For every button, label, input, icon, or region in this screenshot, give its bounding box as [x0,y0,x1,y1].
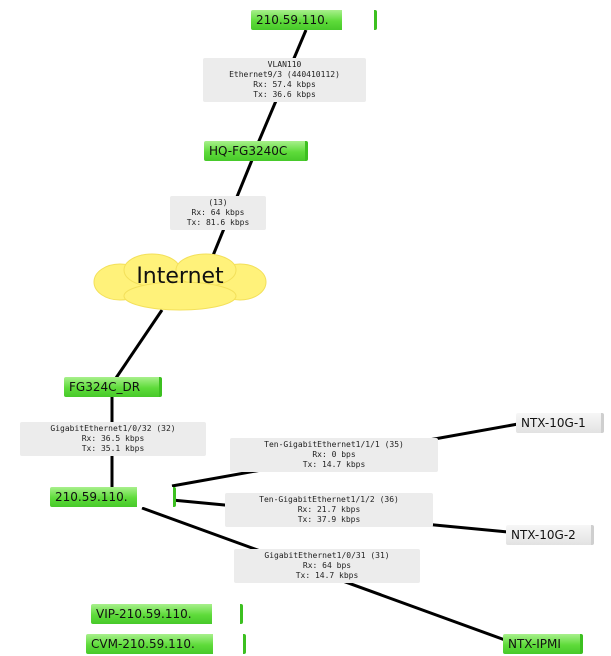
link-label-line: GigabitEthernet1/0/31 (31) [264,551,390,560]
link-label-line: Ethernet9/3 (440410112) [229,70,340,79]
node-cvm-mask [213,634,243,654]
node-dr-firewall[interactable]: FG324C_DR [64,377,162,397]
link-label-core-ipmi: GigabitEthernet1/0/31 (31) Rx: 64 bps Tx… [234,549,420,583]
link-label-line: Rx: 64 bps [302,561,352,570]
node-core-switch-mask [137,487,173,507]
node-ntx-ipmi[interactable]: NTX-IPMI [503,634,583,654]
link-label-line: Tx: 14.7 kbps [302,460,366,469]
node-ntx-10g-2[interactable]: NTX-10G-2 [506,525,594,545]
link-label-line: Ten-GigabitEthernet1/1/1 (35) [264,440,404,449]
link-label-line: VLAN110 [267,60,302,69]
node-top-switch-label: 210.59.110. [256,13,329,27]
link-label-hq-internet: (13) Rx: 64 kbps Tx: 81.6 kbps [170,196,266,230]
node-ntx-10g-2-label: NTX-10G-2 [511,528,576,542]
link-label-line: Tx: 35.1 kbps [81,444,145,453]
node-core-switch[interactable]: 210.59.110. [50,487,176,507]
link-label-line: Rx: 36.5 kbps [81,434,145,443]
link-label-line: Rx: 0 bps [312,450,356,459]
link-label-dr-core: GigabitEthernet1/0/32 (32) Rx: 36.5 kbps… [20,422,206,456]
link-label-line: GigabitEthernet1/0/32 (32) [50,424,176,433]
node-vip-label: VIP-210.59.110. [96,607,192,621]
node-ntx-10g-1[interactable]: NTX-10G-1 [516,413,604,433]
node-vip-mask [212,604,240,624]
link-label-top-hq: VLAN110 Ethernet9/3 (440410112) Rx: 57.4… [203,58,366,102]
node-core-switch-label: 210.59.110. [55,490,128,504]
link-label-line: Rx: 21.7 kbps [297,505,361,514]
link-label-line: Tx: 36.6 kbps [253,90,316,99]
node-dr-firewall-label: FG324C_DR [69,380,141,394]
link-label-line: Tx: 81.6 kbps [186,218,250,227]
node-top-switch[interactable]: 210.59.110. [251,10,377,30]
link-label-line: Rx: 64 kbps [191,208,245,217]
link-label-line: (13) [208,198,228,207]
link-label-line: Rx: 57.4 kbps [253,80,316,89]
internet-label: Internet [136,264,224,289]
cloud-icon [93,253,267,311]
node-ntx-ipmi-label: NTX-IPMI [508,637,561,651]
link-label-line: Tx: 37.9 kbps [297,515,361,524]
link-label-line: Ten-GigabitEthernet1/1/2 (36) [259,495,399,504]
node-ntx-10g-1-label: NTX-10G-1 [521,416,586,430]
node-top-switch-mask [342,10,374,30]
node-cvm[interactable]: CVM-210.59.110. [86,634,246,654]
node-vip[interactable]: VIP-210.59.110. [91,604,243,624]
link-internet-dr[interactable] [114,309,164,379]
link-label-core-10g1: Ten-GigabitEthernet1/1/1 (35) Rx: 0 bps … [230,438,438,472]
node-hq-firewall-label: HQ-FG3240C [209,144,288,158]
link-label-core-10g2: Ten-GigabitEthernet1/1/2 (36) Rx: 21.7 k… [225,493,433,527]
internet-cloud[interactable]: Internet [90,252,270,312]
link-label-line: Tx: 14.7 kbps [295,571,359,580]
node-cvm-label: CVM-210.59.110. [91,637,195,651]
node-hq-firewall[interactable]: HQ-FG3240C [204,141,308,161]
